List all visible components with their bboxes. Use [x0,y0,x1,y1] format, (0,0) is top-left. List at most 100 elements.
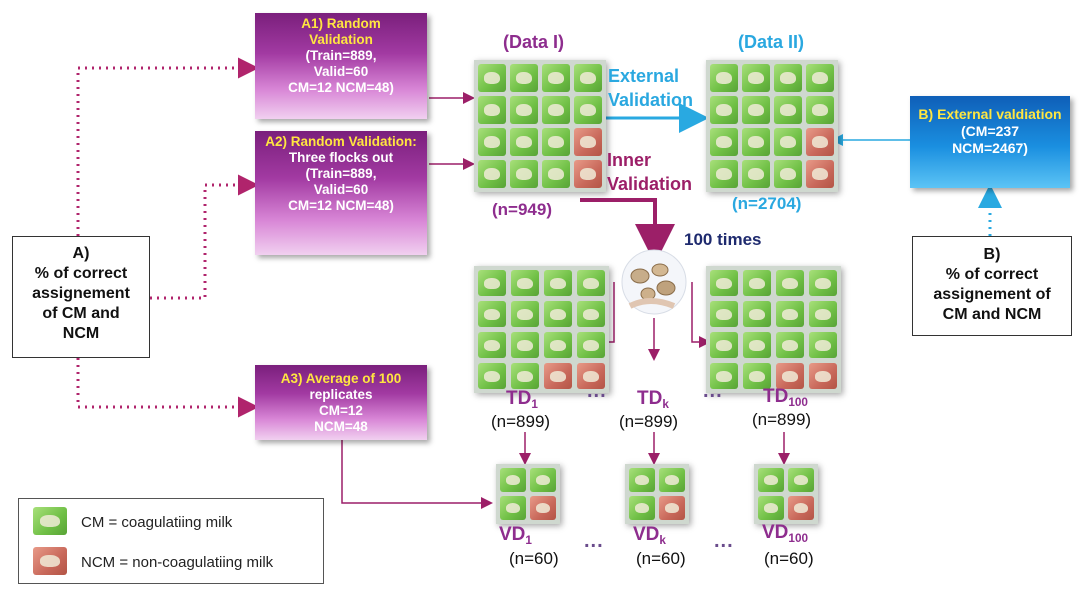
grid-cell [742,160,770,188]
box-a1-title: A1) Random Validation [301,16,381,47]
box-a-line5: NCM [62,325,100,342]
box-a3-line3: NCM=48 [314,419,368,434]
arrow-a3-vd1 [341,440,493,509]
grid-cell [500,468,526,492]
box-a2-line1: (Train=889, [305,166,377,181]
grid-cell [542,160,570,188]
grid-cell [659,468,685,492]
grid-cell [510,64,538,92]
box-a3-line1: replicates [309,387,373,402]
grid-cell [478,270,506,296]
grid-cell [806,128,834,156]
vd1-subscript: 1 [525,534,532,548]
grid-cell [511,270,539,296]
grid-cell [742,96,770,124]
arrow-inner [580,198,675,264]
grid-cell [478,128,506,156]
grid-cell [542,64,570,92]
resampling-icon [621,249,687,315]
data1-n: (n=949) [492,200,552,219]
grid-cell [574,160,602,188]
grid-cell [659,496,685,520]
grid-cell [629,468,655,492]
grid-cell [574,96,602,124]
times-label: 100 times [684,230,762,249]
td100-n: (n=899) [752,410,812,429]
td100-grid [706,266,841,393]
box-a-line4: of CM and [42,305,120,322]
grid-cell [774,64,802,92]
grid-cell [500,496,526,520]
tdk-subscript: k [662,398,669,412]
grid-cell [743,363,771,389]
box-b-percent-correct: B) % of correct assignement of CM and NC… [912,236,1072,336]
td100-prefix: TD [763,386,789,407]
arrow-to-td100 [691,282,711,348]
dotted-arrow-a2 [150,174,259,300]
legend-cm-swatch [33,507,67,535]
grid-cell [511,363,539,389]
grid-cell [710,332,738,358]
external-line1: External [608,66,680,86]
legend-cm-text: CM = coagulatiing milk [81,514,233,531]
vdk-label: VDk [633,524,666,547]
vd100-prefix: VD [762,522,789,543]
td1-label: TD1 [506,388,538,411]
vd1-grid [496,464,560,524]
grid-cell [742,64,770,92]
grid-cell [629,496,655,520]
box-a-line1: A) [72,245,90,262]
box-a-line2: % of correct [34,265,128,282]
grid-cell [710,96,738,124]
grid-cell [710,160,738,188]
grid-cell [544,301,572,327]
grid-cell [510,128,538,156]
vd-ellipsis-2: ... [714,530,734,552]
box-a3-line2: CM=12 [319,403,363,418]
grid-cell [710,363,738,389]
grid-cell [574,64,602,92]
data1-grid [474,60,606,192]
vdk-subscript: k [659,534,666,548]
grid-cell [542,128,570,156]
data2-n: (n=2704) [732,194,802,213]
vd100-label: VD100 [762,522,808,545]
grid-cell [809,332,837,358]
grid-cell [577,332,605,358]
vd-ellipsis-1: ... [584,530,604,552]
vd100-n: (n=60) [764,549,814,568]
td100-subscript: 100 [788,396,808,410]
td-ellipsis-1: ... [587,380,607,402]
td1-grid [474,266,609,393]
vd100-grid [754,464,818,524]
grid-cell [774,128,802,156]
grid-cell [809,363,837,389]
vdk-prefix: VD [633,524,660,545]
grid-cell [776,332,804,358]
grid-cell [478,363,506,389]
box-a1-line3: CM=12 NCM=48) [288,80,394,95]
grid-cell [478,301,506,327]
box-b-line1: (CM=237 [961,123,1019,139]
box-a-percent-correct: A) % of correct assignement of CM and NC… [12,236,150,358]
grid-cell [774,96,802,124]
vd1-prefix: VD [499,524,526,545]
grid-cell [758,468,784,492]
grid-cell [544,363,572,389]
box-b-external-validation: B) External valdiation (CM=237 NCM=2467) [910,96,1070,188]
grid-cell [758,496,784,520]
box-a2-title-row: A2) Random Validation: Three flocks out [255,134,427,166]
box-b-title: B) External valdiation [918,106,1062,122]
grid-cell [510,96,538,124]
box-a2-line3: CM=12 NCM=48) [288,198,394,213]
grid-cell [743,301,771,327]
box-a2-title-rest: Three flocks out [288,150,394,165]
td100-label: TD100 [763,386,808,409]
grid-cell [530,468,556,492]
td1-subscript: 1 [531,398,538,412]
grid-cell [788,468,814,492]
vd1-n: (n=60) [509,549,559,568]
dotted-arrow-a3 [76,358,259,418]
grid-cell [511,301,539,327]
